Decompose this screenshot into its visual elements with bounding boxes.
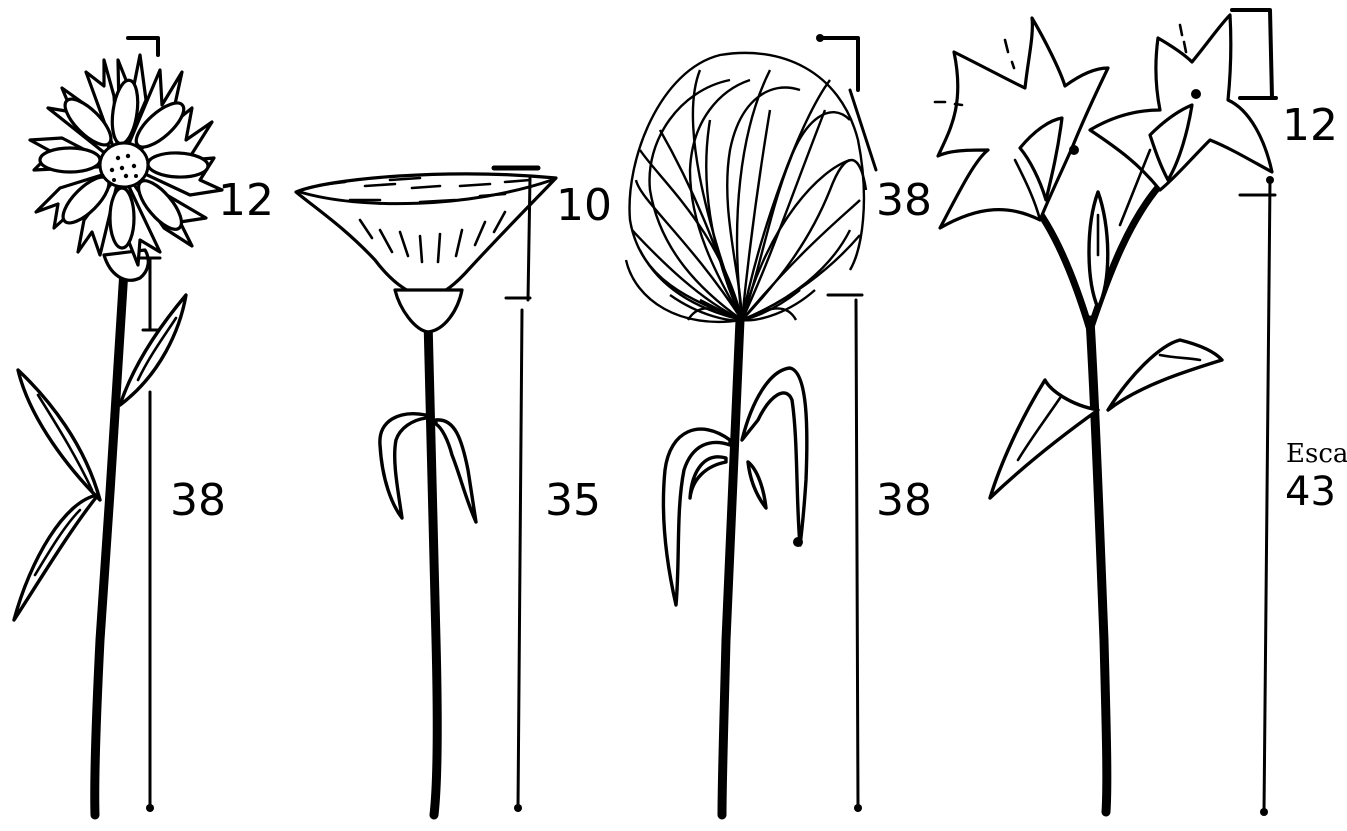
cone-head-height-label: 10 <box>556 180 612 231</box>
lily-main-stem <box>1090 320 1107 812</box>
daisy-leaf-vein <box>138 318 176 380</box>
daisy-calyx <box>104 250 148 280</box>
lily-head-height-label: 12 <box>1282 100 1338 151</box>
cone-base-cup <box>395 290 462 332</box>
lily-total-height-label: 43 <box>1285 469 1336 515</box>
daisy-center-disk <box>100 143 148 187</box>
cone-leaf-left <box>380 414 426 518</box>
daisy-leaf-left-lower <box>14 495 98 620</box>
daisy-total-height-label: 38 <box>170 475 226 526</box>
cone-flower: 10 35 <box>296 168 612 815</box>
lily-bell-left <box>935 18 1108 228</box>
filament-total-height-label: 38 <box>876 475 932 526</box>
cone-head <box>296 174 556 300</box>
lily-flower: 12 Esca 43 <box>935 10 1347 816</box>
filament-stem <box>722 320 740 815</box>
filament-dimension-lines <box>816 34 876 812</box>
filament-head <box>626 53 866 322</box>
cone-stem <box>428 320 437 815</box>
lily-leaf-right <box>1108 340 1222 410</box>
filament-flower: 38 38 <box>626 34 932 815</box>
cone-total-height-label: 35 <box>545 475 601 526</box>
daisy-flower: 12 38 <box>14 38 274 815</box>
daisy-leaf-right <box>120 295 186 405</box>
filament-leaf-right <box>742 368 807 545</box>
filament-head-height-label: 38 <box>876 175 932 226</box>
lily-scale-note: Esca <box>1286 439 1347 469</box>
filament-leaf-mid <box>748 462 766 508</box>
cone-leaf-right <box>436 420 476 522</box>
daisy-head-height-label: 12 <box>218 175 274 226</box>
lily-leaf-left <box>990 380 1098 498</box>
daisy-stem <box>95 270 124 815</box>
cone-dimension-lines <box>494 168 538 812</box>
filament-leaf-left-inner <box>690 457 726 498</box>
filament-leaf-tip <box>793 537 803 547</box>
